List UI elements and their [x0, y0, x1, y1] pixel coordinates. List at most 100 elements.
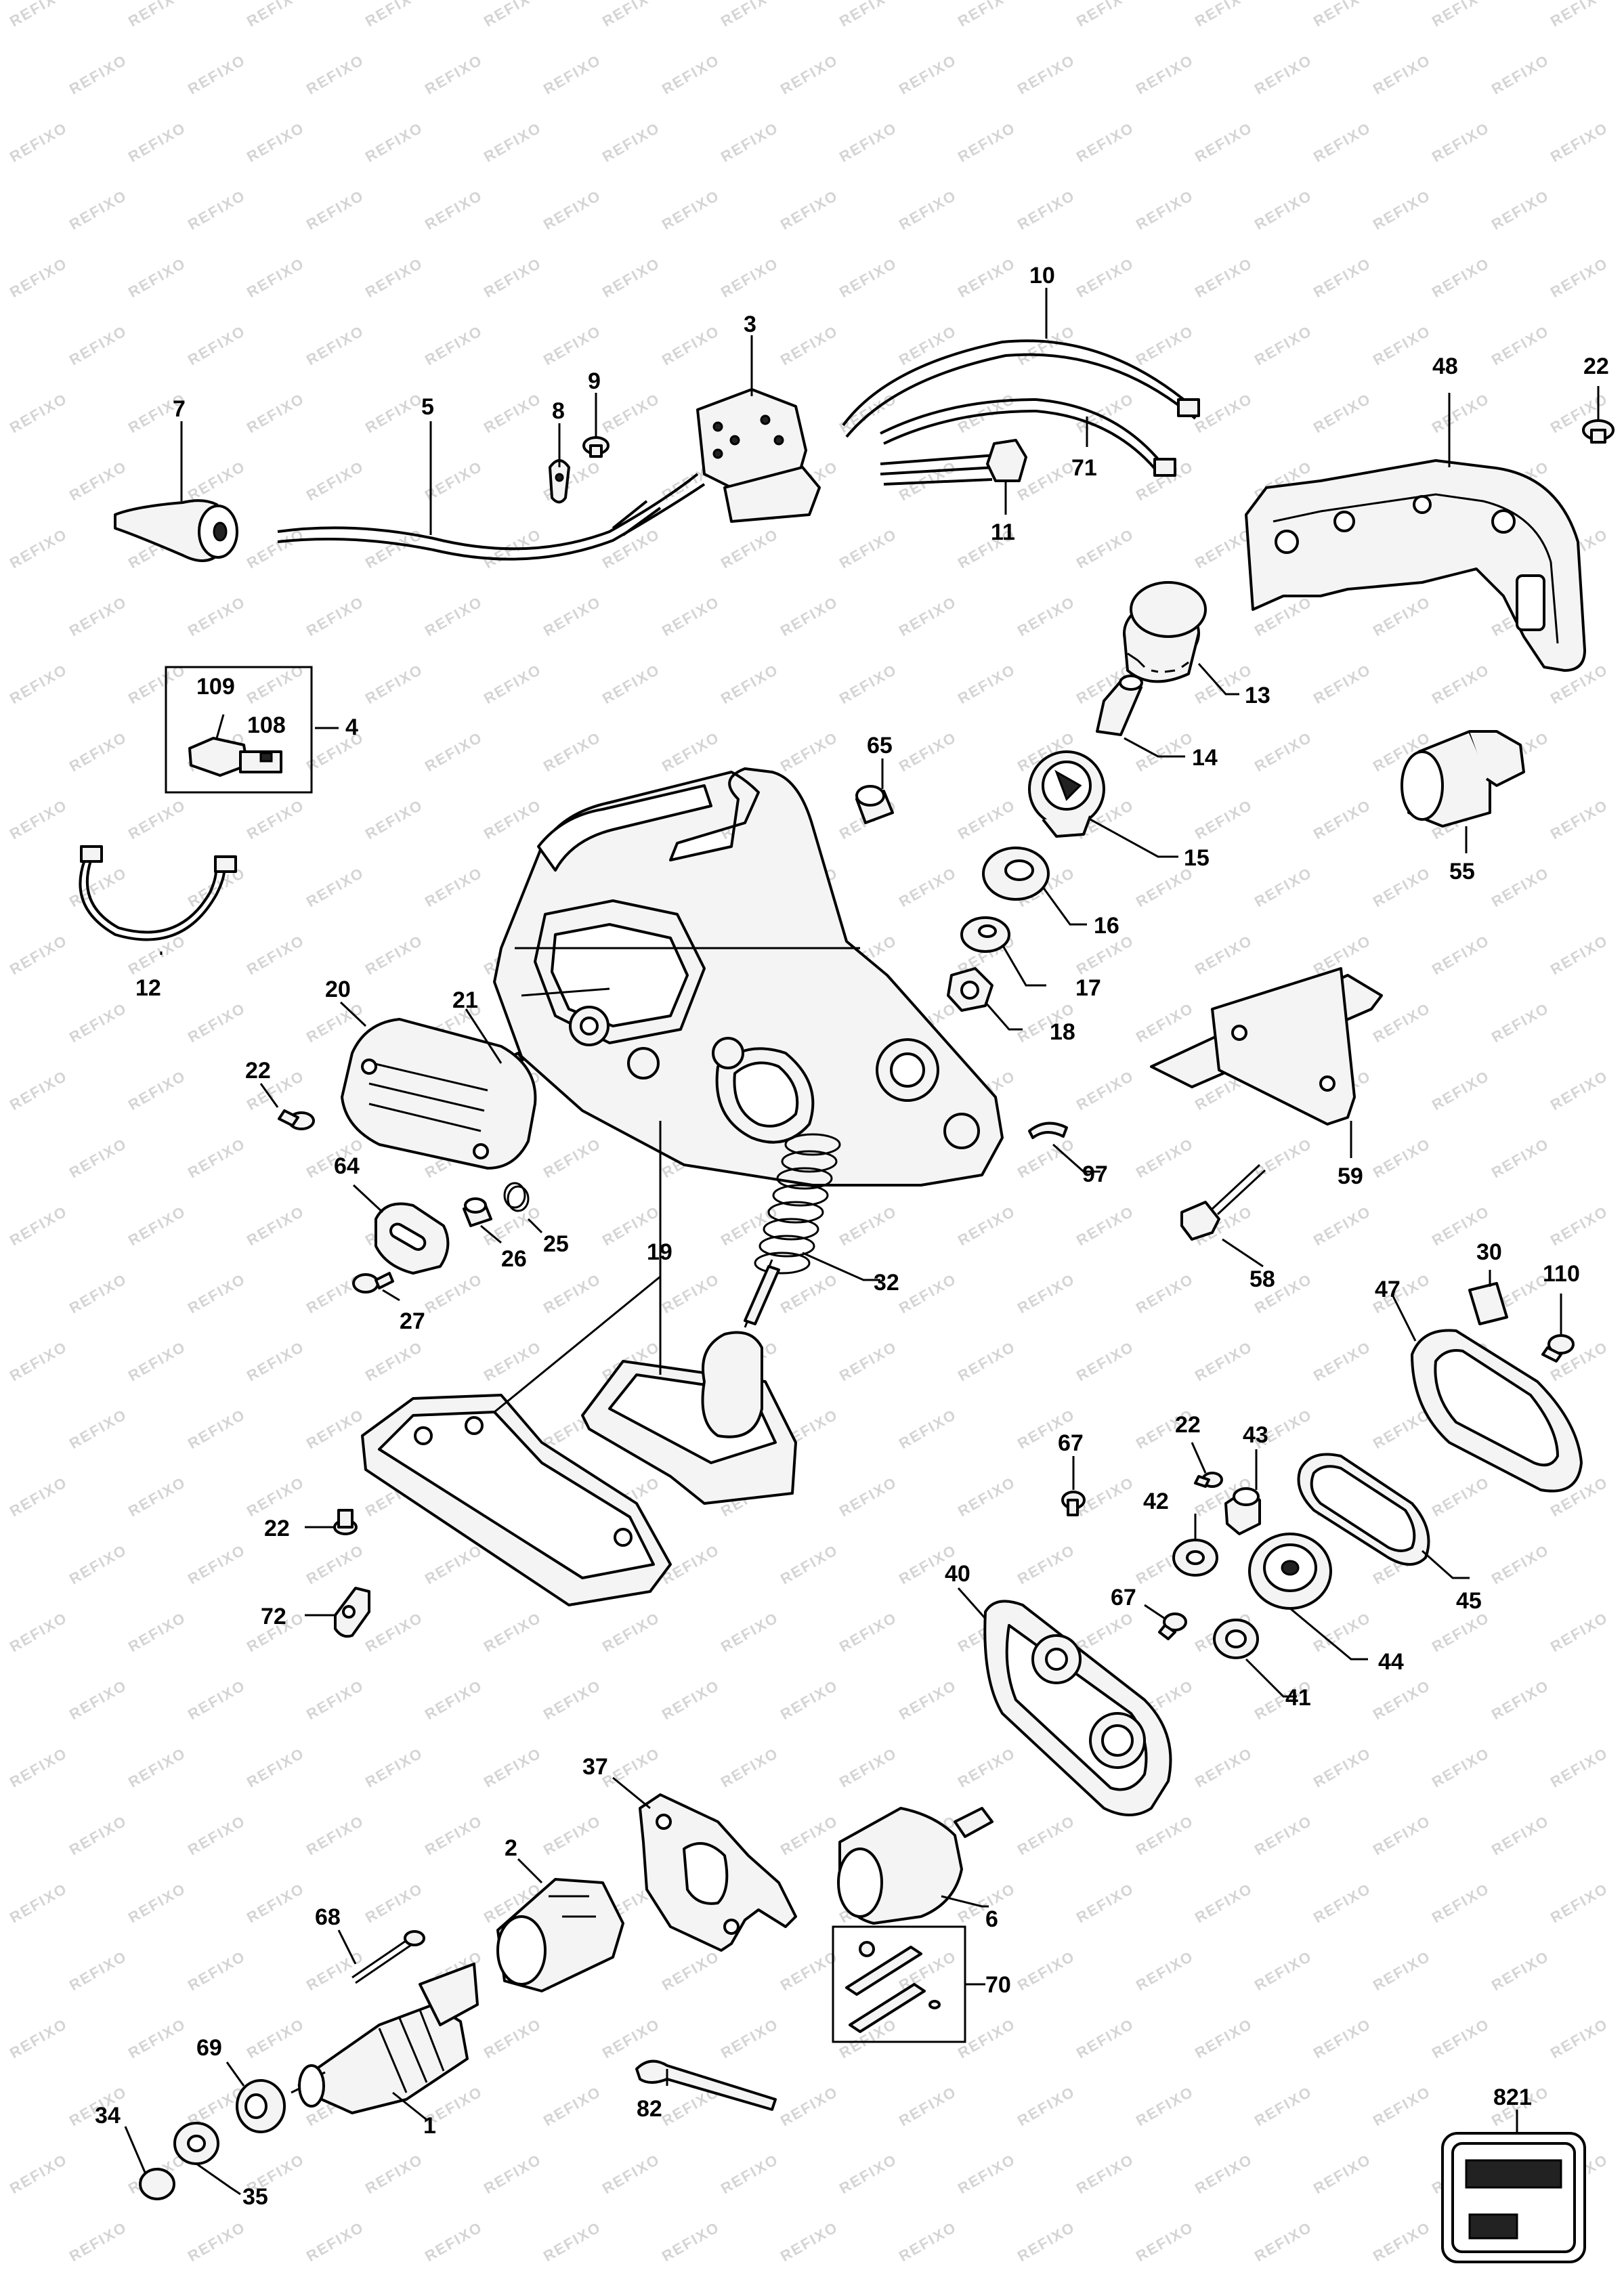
watermark-text: REFIXO: [303, 1541, 367, 1588]
watermark-text: REFIXO: [718, 1203, 782, 1249]
watermark-text: REFIXO: [1489, 1677, 1552, 1724]
label-30: 30: [1476, 1239, 1502, 1265]
watermark-text: REFIXO: [422, 187, 486, 234]
watermark-text: REFIXO: [1370, 2083, 1434, 2130]
watermark-text: REFIXO: [836, 526, 900, 572]
label-37: 37: [582, 1754, 608, 1780]
watermark-text: REFIXO: [718, 526, 782, 572]
part-17-disc: [960, 916, 1010, 953]
watermark-text: REFIXO: [955, 796, 1019, 843]
watermark-text: REFIXO: [1429, 119, 1493, 166]
watermark-text: REFIXO: [836, 1609, 900, 1656]
watermark-text: REFIXO: [1133, 51, 1197, 98]
watermark-text: REFIXO: [185, 51, 249, 98]
watermark-text: REFIXO: [540, 593, 604, 640]
watermark-text: REFIXO: [362, 255, 426, 301]
label-45: 45: [1456, 1588, 1482, 1614]
watermark-text: REFIXO: [896, 1270, 960, 1317]
watermark-text: REFIXO: [7, 661, 70, 708]
watermark-text: REFIXO: [303, 1000, 367, 1046]
label-40: 40: [945, 1561, 970, 1587]
watermark-text: REFIXO: [1014, 1270, 1078, 1317]
watermark-text: REFIXO: [125, 796, 189, 843]
part-44-pulley: [1248, 1533, 1332, 1610]
watermark-text: REFIXO: [244, 119, 307, 166]
watermark-text: REFIXO: [481, 661, 544, 708]
watermark-text: REFIXO: [599, 2151, 663, 2198]
watermark-text: REFIXO: [1014, 1948, 1078, 1994]
part-5-power-cord: [277, 473, 706, 561]
part-25-spring: [503, 1182, 530, 1212]
watermark-text: REFIXO: [244, 390, 307, 437]
watermark-text: REFIXO: [599, 661, 663, 708]
watermark-text: REFIXO: [955, 1745, 1019, 1791]
label-58: 58: [1249, 1266, 1275, 1292]
part-64-cover-plate: [375, 1202, 450, 1275]
watermark-text: REFIXO: [599, 1745, 663, 1791]
watermark-text: REFIXO: [1547, 119, 1611, 166]
part-67-screw-upper: [1061, 1491, 1086, 1516]
label-109: 109: [196, 674, 235, 700]
watermark-text: REFIXO: [1014, 2219, 1078, 2265]
part-3-switch: [696, 388, 821, 523]
part-8-cord-clamp: [549, 459, 570, 504]
watermark-text: REFIXO: [896, 2219, 960, 2265]
label-44: 44: [1378, 1649, 1404, 1675]
watermark-text: REFIXO: [422, 322, 486, 369]
label-48: 48: [1432, 354, 1458, 379]
part-labels: 7 5 8 9 3 10 71 11 48 22 13 14 65 15 55 …: [95, 263, 1609, 2210]
watermark-text: REFIXO: [540, 2083, 604, 2130]
watermark-text: REFIXO: [896, 1406, 960, 1453]
watermark-text: REFIXO: [185, 1812, 249, 1859]
watermark-text: REFIXO: [125, 2015, 189, 2062]
watermark-text: REFIXO: [244, 0, 307, 30]
watermark-text: REFIXO: [777, 729, 841, 775]
label-47: 47: [1375, 1277, 1401, 1302]
watermark-text: REFIXO: [244, 796, 307, 843]
watermark-text: REFIXO: [1310, 390, 1374, 437]
part-32-spring: [754, 1133, 841, 1275]
label-8: 8: [552, 398, 565, 424]
watermark-text: REFIXO: [1252, 187, 1315, 234]
watermark-text: REFIXO: [422, 51, 486, 98]
watermark-text: REFIXO: [1192, 255, 1256, 301]
watermark-text: REFIXO: [1310, 255, 1374, 301]
watermark-text: REFIXO: [1310, 1338, 1374, 1385]
watermark-text: REFIXO: [1252, 322, 1315, 369]
watermark-text: REFIXO: [955, 0, 1019, 30]
part-22-screw-bottom: [333, 1509, 358, 1535]
watermark-text: REFIXO: [1133, 2083, 1197, 2130]
label-4: 4: [345, 714, 358, 740]
watermark-text: REFIXO: [1310, 661, 1374, 708]
watermark-text: REFIXO: [1489, 187, 1552, 234]
label-1: 1: [423, 2113, 436, 2139]
watermark-text: REFIXO: [362, 796, 426, 843]
watermark-text: REFIXO: [7, 255, 70, 301]
watermark-text: REFIXO: [1547, 1203, 1611, 1249]
watermark-text: REFIXO: [955, 1474, 1019, 1520]
watermark-text: REFIXO: [659, 593, 723, 640]
watermark-text: REFIXO: [1252, 864, 1315, 911]
watermark-text: REFIXO: [66, 1677, 130, 1724]
part-97-ring: [1028, 1121, 1068, 1139]
watermark-text: REFIXO: [1547, 1609, 1611, 1656]
watermark-text: REFIXO: [303, 1812, 367, 1859]
watermark-text: REFIXO: [777, 593, 841, 640]
watermark-text: REFIXO: [66, 864, 130, 911]
watermark-text: REFIXO: [599, 2015, 663, 2062]
watermark-text: REFIXO: [836, 119, 900, 166]
watermark-text: REFIXO: [659, 1270, 723, 1317]
part-10-wire: [842, 339, 1200, 438]
label-26: 26: [501, 1246, 527, 1272]
watermark-text: REFIXO: [1073, 1338, 1137, 1385]
watermark-text: REFIXO: [1192, 796, 1256, 843]
watermark-text: REFIXO: [1014, 51, 1078, 98]
watermark-text: REFIXO: [7, 119, 70, 166]
watermark-text: REFIXO: [777, 187, 841, 234]
label-18: 18: [1050, 1019, 1075, 1045]
watermark-text: REFIXO: [244, 526, 307, 572]
watermark-text: REFIXO: [1370, 187, 1434, 234]
watermark-text: REFIXO: [1489, 1000, 1552, 1046]
label-27: 27: [400, 1308, 425, 1334]
watermark-text: REFIXO: [1310, 119, 1374, 166]
